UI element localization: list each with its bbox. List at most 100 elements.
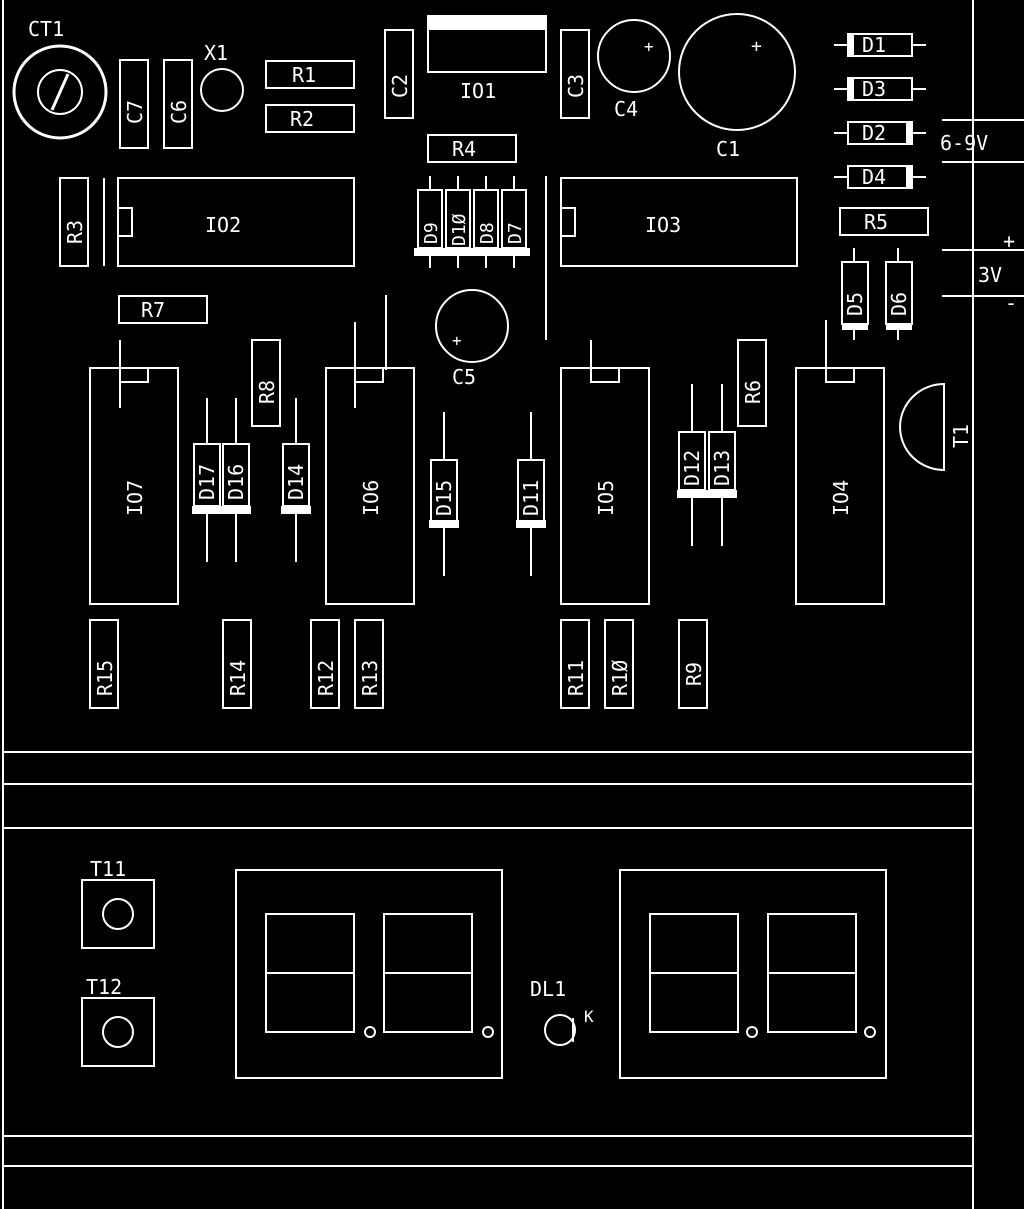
resistor-r4: R4 [427,134,517,163]
board-outline [2,0,974,1209]
label-dl1: DL1 [530,977,566,1001]
diode-d11: D11 [516,412,546,576]
capacitor-c6: C6 [163,59,193,149]
label-r5: R5 [864,210,888,234]
power-input-3v: + 3V - [942,229,1024,315]
resistor-r14: R14 [222,619,252,709]
label-d16: D16 [224,464,248,500]
label-3v-minus: - [1005,291,1017,315]
resistor-r15: R15 [89,619,119,709]
label-d1: D1 [862,33,886,57]
label-r12: R12 [314,660,338,696]
label-c5: C5 [452,365,476,389]
c4-plus-mark: + [644,37,654,56]
power-input-6-9v: 6-9V [940,119,1024,163]
resistor-r1: R1 [265,60,355,89]
label-t1: T1 [949,424,973,448]
label-r7: R7 [141,298,165,322]
label-d5: D5 [843,292,867,316]
diode-d13: D13 [707,384,737,546]
label-r14: R14 [226,660,250,696]
label-c6: C6 [167,100,191,124]
label-io7: IO7 [123,480,147,516]
regulator-io1: IO1 [427,15,547,103]
capacitor-c4: + C4 [597,19,671,121]
diode-d17: D17 [192,398,222,562]
label-r11: R11 [564,660,588,696]
resistor-r6: R6 [737,339,767,427]
label-io6: IO6 [359,480,383,516]
label-r6: R6 [741,380,765,404]
label-d4: D4 [862,165,886,189]
resistor-r8: R8 [251,339,281,427]
c1-plus-mark: + [751,36,762,57]
label-r8: R8 [255,380,279,404]
label-io3: IO3 [645,213,681,237]
capacitor-c1: + C1 [678,13,796,161]
label-d2: D2 [862,121,886,145]
led-dl1: DL1 K [530,977,594,1046]
resistor-r12: R12 [310,619,340,709]
resistor-r10: R1Ø [604,619,634,709]
label-c3: C3 [564,74,588,98]
label-d13: D13 [710,450,734,486]
label-d17: D17 [195,464,219,500]
trimmer-ct1: CT1 [12,17,108,140]
ic-io4: IO4 [795,367,885,605]
label-d14: D14 [284,464,308,500]
label-c2: C2 [388,74,412,98]
ic-io2: IO2 [117,177,355,267]
label-io4: IO4 [829,480,853,516]
label-c4: C4 [614,97,638,121]
ic-io5: IO5 [560,367,650,605]
capacitor-c5: + C5 [435,289,509,389]
diode-d4: D4 [834,165,926,189]
seven-segment-display-left [235,869,503,1079]
transistor-t1: T1 [899,382,973,472]
capacitor-c7: C7 [119,59,149,149]
label-c1: C1 [716,137,740,161]
label-d12: D12 [680,450,704,486]
crystal-x1: X1 [200,41,244,112]
label-3v-plus: + [1003,229,1015,253]
diode-d2: D2 [834,121,926,145]
label-r1: R1 [292,63,316,87]
diode-d14: D14 [281,398,311,562]
label-io1: IO1 [460,79,496,103]
label-d8: D8 [477,222,498,244]
label-io2: IO2 [205,213,241,237]
pushbutton-t11: T11 [81,857,155,949]
resistor-r3: R3 [59,177,105,267]
label-d9: D9 [421,222,442,244]
resistor-r7: R7 [118,295,208,324]
label-t11: T11 [90,857,126,881]
c5-plus-mark: + [452,331,462,350]
ic-io7: IO7 [89,367,179,605]
label-supply-main: 6-9V [940,131,988,155]
diode-d15: D15 [429,412,459,576]
resistor-r11: R11 [560,619,590,709]
label-io5: IO5 [594,480,618,516]
label-x1: X1 [204,41,228,65]
label-r13: R13 [358,660,382,696]
label-r9: R9 [682,662,706,686]
label-supply-aux: 3V [978,263,1002,287]
resistor-r5: R5 [839,207,929,236]
label-r2: R2 [290,107,314,131]
label-r4: R4 [452,137,476,161]
label-led-k: K [584,1007,594,1026]
capacitor-c3: C3 [560,29,590,119]
resistor-r13: R13 [354,619,384,709]
ic-io3: IO3 [560,177,798,267]
label-c7: C7 [123,100,147,124]
diode-d3: D3 [834,77,926,101]
diode-d6: D6 [885,248,913,340]
label-d6: D6 [887,292,911,316]
diode-d16: D16 [221,398,251,562]
pushbutton-t12: T12 [81,975,155,1067]
label-d15: D15 [432,480,456,516]
diode-d12: D12 [677,384,707,546]
label-ct1: CT1 [28,17,64,41]
diode-d5: D5 [841,248,869,340]
